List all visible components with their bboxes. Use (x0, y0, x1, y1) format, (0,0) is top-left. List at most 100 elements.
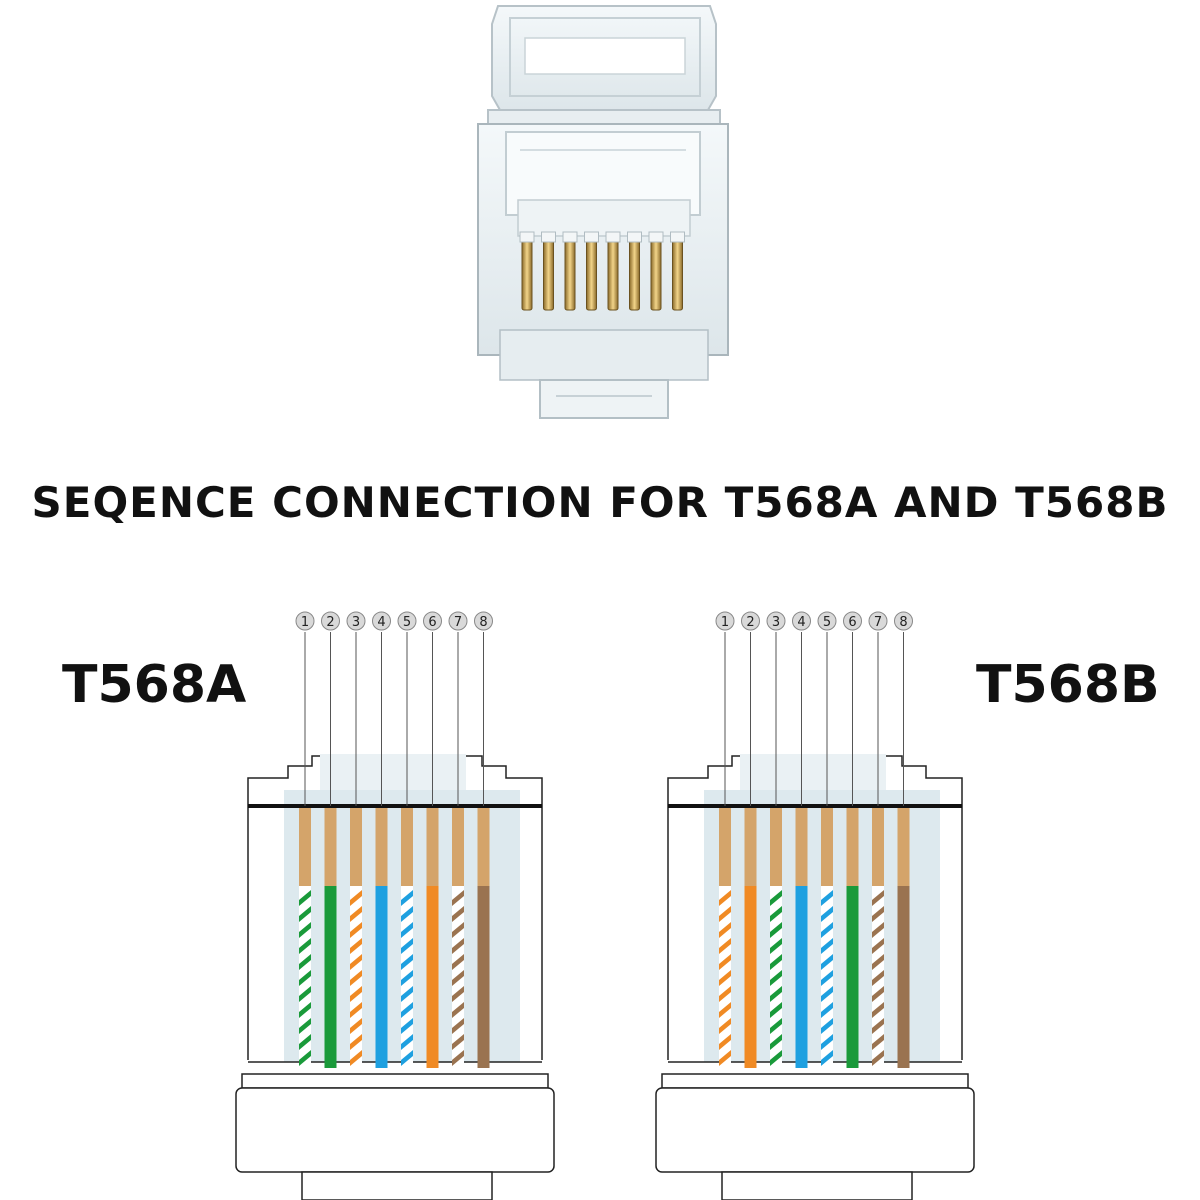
contact-slot (562, 231, 578, 243)
pin-contact (821, 808, 833, 886)
wire-solid-orange (744, 886, 757, 1068)
wire-stripe (719, 1050, 731, 1066)
pin-number-badge (295, 611, 315, 631)
pin-number-badge (715, 611, 735, 631)
boot-ridge (661, 1073, 969, 1089)
wire-solid-blue (375, 886, 388, 1068)
wire-solid-orange (426, 886, 439, 1068)
wire-stripe (299, 954, 311, 970)
wire-solid-brown (477, 886, 490, 1068)
wire-stripe (350, 906, 362, 922)
gold-contact (607, 237, 619, 311)
latch-window (320, 754, 466, 790)
wire-stripe (719, 1034, 731, 1050)
wire-stripe (719, 906, 731, 922)
pin-number: 3 (352, 615, 360, 630)
wire-stripe (719, 954, 731, 970)
boot (235, 1087, 555, 1173)
pin-contact (719, 808, 731, 886)
pin-number: 6 (848, 615, 856, 630)
pin-number-badge (397, 611, 417, 631)
wire-stripe (452, 1002, 464, 1018)
contact-slot (519, 231, 535, 243)
wire-stripe (452, 922, 464, 938)
wire-stripe (719, 986, 731, 1002)
pin-number: 1 (301, 615, 309, 630)
pin-number: 2 (746, 615, 754, 630)
wire-stripe (350, 986, 362, 1002)
wire-stripe (401, 1050, 413, 1066)
contact-slot (648, 231, 664, 243)
pin-number-badge (448, 611, 468, 631)
wire-stripe (299, 1034, 311, 1050)
pin-number: 4 (377, 615, 385, 630)
pin-contact (897, 808, 910, 886)
wire-stripe (770, 1050, 782, 1066)
t568a-label: T568A (62, 655, 247, 715)
wire-stripe (770, 1018, 782, 1034)
pin-number-badge (817, 611, 837, 631)
wire-stripe (770, 890, 782, 906)
wire-stripe (719, 970, 731, 986)
gold-contact (586, 237, 597, 311)
wire-stripe (872, 986, 884, 1002)
wire-solid-brown (897, 886, 910, 1068)
pin-number: 8 (899, 615, 907, 630)
wire-stripe (872, 1018, 884, 1034)
wire-stripe (770, 986, 782, 1002)
wire-stripe (350, 938, 362, 954)
pin-number-badge (474, 611, 493, 631)
gold-contact (564, 237, 576, 311)
wire-stripe (452, 906, 464, 922)
gold-contact (543, 237, 554, 311)
wire-stripe (350, 922, 362, 938)
pin-contact (426, 808, 439, 886)
wire-stripe (872, 1002, 884, 1018)
wire-stripe (350, 1034, 362, 1050)
wire-stripe (299, 1018, 311, 1034)
wire-stripe (821, 906, 833, 922)
pin-contact (452, 808, 464, 886)
contact-slot (605, 231, 621, 243)
wire-stripe (350, 1050, 362, 1066)
wire-stripe (401, 970, 413, 986)
wire-stripe (401, 1002, 413, 1018)
pin-contact (795, 808, 808, 886)
contact-slot (627, 231, 642, 243)
wire-stripe (770, 954, 782, 970)
cable-stub (301, 1171, 493, 1200)
wire-stripe (350, 1018, 362, 1034)
rj45-plug-photo (477, 5, 729, 419)
pin-contact (350, 808, 362, 886)
page-title: SEQENCE CONNECTION FOR T568A AND T568B (31, 478, 1169, 527)
boot-ridge (241, 1073, 549, 1089)
pin-number-badge (372, 611, 391, 631)
wire-stripe (821, 938, 833, 954)
wire-stripe (872, 1050, 884, 1066)
pin-contact (375, 808, 388, 886)
wire-stripe (299, 1050, 311, 1066)
wire-stripe (452, 1018, 464, 1034)
wire-stripe (770, 906, 782, 922)
wire-stripe (770, 970, 782, 986)
wire-stripe (821, 890, 833, 906)
wire-stripe (821, 1018, 833, 1034)
pin-number-badge (766, 611, 786, 631)
t568b-label: T568B (976, 655, 1160, 715)
wire-stripe (452, 986, 464, 1002)
wire-stripe (350, 970, 362, 986)
gold-contact (672, 237, 683, 311)
wire-stripe (872, 1034, 884, 1050)
wire-stripe (770, 922, 782, 938)
wire-solid-blue (795, 886, 808, 1068)
pin-number-badge (741, 611, 760, 631)
wire-stripe (872, 938, 884, 954)
pin-number: 7 (874, 615, 882, 630)
pin-number-badge (792, 611, 811, 631)
wire-stripe (401, 1018, 413, 1034)
pin-number-badge (423, 611, 442, 631)
pin-contact (846, 808, 859, 886)
wire-stripe (719, 890, 731, 906)
